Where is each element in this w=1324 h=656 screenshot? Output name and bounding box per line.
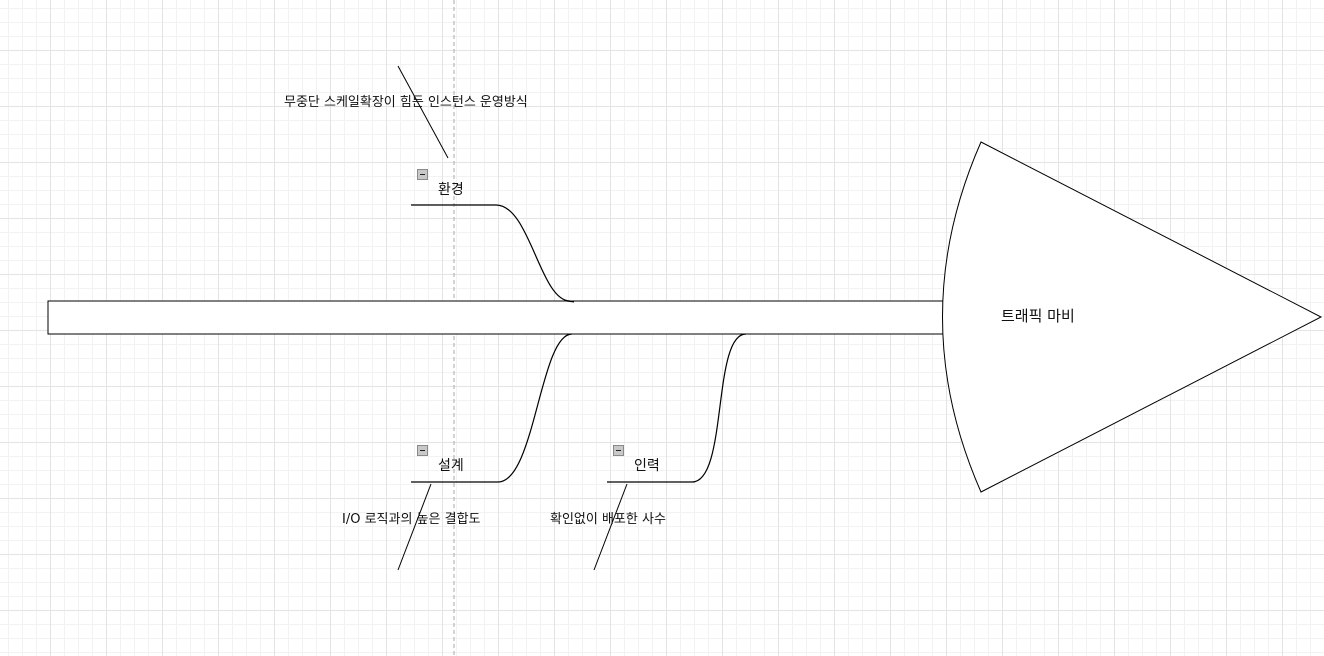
- branch-people[interactable]: [607, 333, 747, 483]
- fishbone-head[interactable]: [942, 141, 1323, 493]
- cause-label-design-0: I/O 로직과의 높은 결합도: [342, 512, 481, 527]
- cause-label-env-0: 무중단 스케일확장이 힘든 인스턴스 운영방식: [284, 95, 528, 110]
- branch-env-tip: [565, 300, 575, 303]
- head-label: 트래픽 마비: [1001, 307, 1075, 325]
- cause-label-people-0: 확인없이 배포한 사수: [550, 512, 666, 527]
- category-label-env: 환경: [438, 182, 464, 198]
- collapse-toggle-people[interactable]: [613, 445, 624, 456]
- cause-line-people[interactable]: [593, 483, 628, 571]
- fishbone-spine[interactable]: [47, 300, 945, 335]
- collapse-toggle-env[interactable]: [417, 169, 428, 180]
- category-label-people: 인력: [634, 458, 660, 474]
- branch-design[interactable]: [411, 333, 573, 483]
- cause-line-design[interactable]: [397, 483, 432, 571]
- collapse-toggle-design[interactable]: [417, 445, 428, 456]
- category-label-design: 설계: [438, 458, 464, 474]
- cause-line-env[interactable]: [397, 65, 449, 159]
- branch-env[interactable]: [411, 204, 571, 302]
